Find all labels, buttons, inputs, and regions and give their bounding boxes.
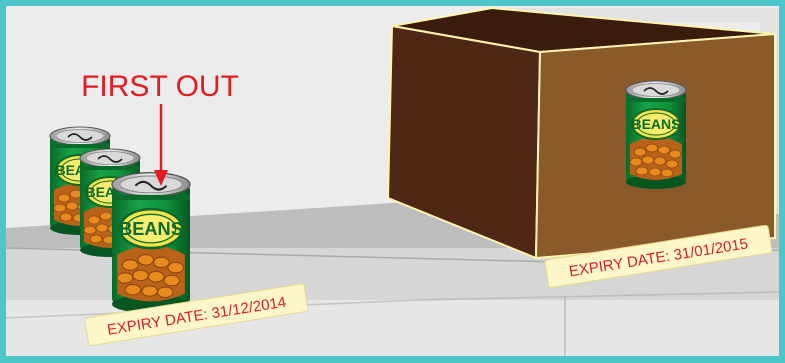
cardboard-box xyxy=(388,8,775,258)
first-out-label: FIRST OUT xyxy=(81,70,239,103)
front-can-icon: BEANS xyxy=(112,173,190,313)
box-can-icon: BEANS xyxy=(626,81,686,189)
front-can-brand: BEANS xyxy=(119,219,183,239)
box-can-brand: BEANS xyxy=(631,116,680,132)
